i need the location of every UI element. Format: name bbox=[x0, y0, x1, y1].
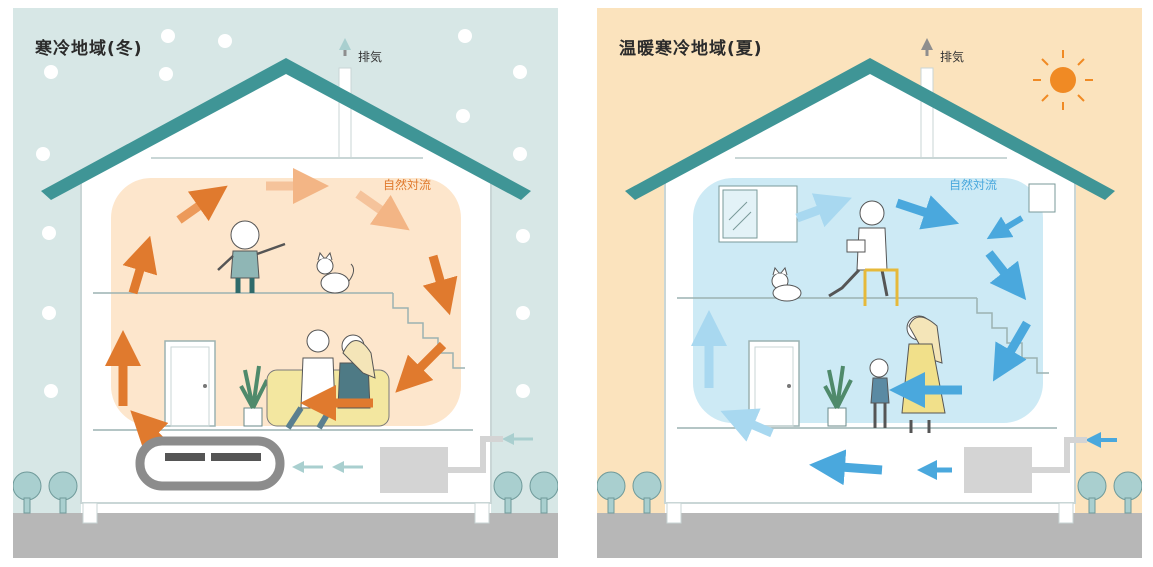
person-icon bbox=[217, 220, 286, 293]
summer-diagram bbox=[597, 8, 1142, 558]
door-icon bbox=[164, 340, 216, 427]
panel-title: 温暖寒冷地域(夏) bbox=[619, 39, 763, 59]
tree-icon bbox=[597, 471, 1142, 514]
snowflake-icon bbox=[36, 29, 530, 398]
ground bbox=[597, 513, 1142, 558]
convection-arrows bbox=[105, 168, 458, 449]
panel-title: 寒冷地域(冬) bbox=[35, 39, 143, 59]
exhaust-label: 排気 bbox=[358, 50, 383, 64]
exhaust-label: 排気 bbox=[940, 50, 965, 64]
ground bbox=[13, 513, 558, 558]
cat-icon bbox=[316, 251, 355, 294]
sofa-couple bbox=[266, 329, 390, 430]
heater-icon bbox=[135, 436, 285, 491]
sun-icon bbox=[1033, 50, 1093, 110]
plant-icon bbox=[823, 365, 853, 427]
window-icon bbox=[718, 185, 798, 243]
cat-icon bbox=[771, 266, 802, 302]
heat-pump-icon bbox=[964, 447, 1032, 493]
plant-icon bbox=[239, 365, 269, 427]
air-outlet-icon bbox=[1028, 183, 1056, 213]
summer-panel: 温暖寒冷地域(夏) 排気 自然対流 bbox=[597, 8, 1142, 558]
convection-label: 自然対流 bbox=[949, 178, 998, 192]
tree-icon bbox=[13, 471, 558, 514]
door-icon bbox=[748, 340, 800, 427]
person-icon bbox=[828, 200, 899, 306]
exhaust-duct bbox=[920, 67, 934, 159]
stairs-icon bbox=[392, 293, 465, 369]
winter-panel: 寒冷地域(冬) 排気 自然対流 bbox=[13, 8, 558, 558]
exhaust-duct bbox=[338, 67, 352, 159]
heat-pump-icon bbox=[380, 447, 448, 493]
intake-arrows bbox=[292, 433, 533, 473]
convection-arrows bbox=[691, 193, 1117, 486]
winter-diagram bbox=[13, 8, 558, 558]
convection-label: 自然対流 bbox=[383, 178, 432, 192]
